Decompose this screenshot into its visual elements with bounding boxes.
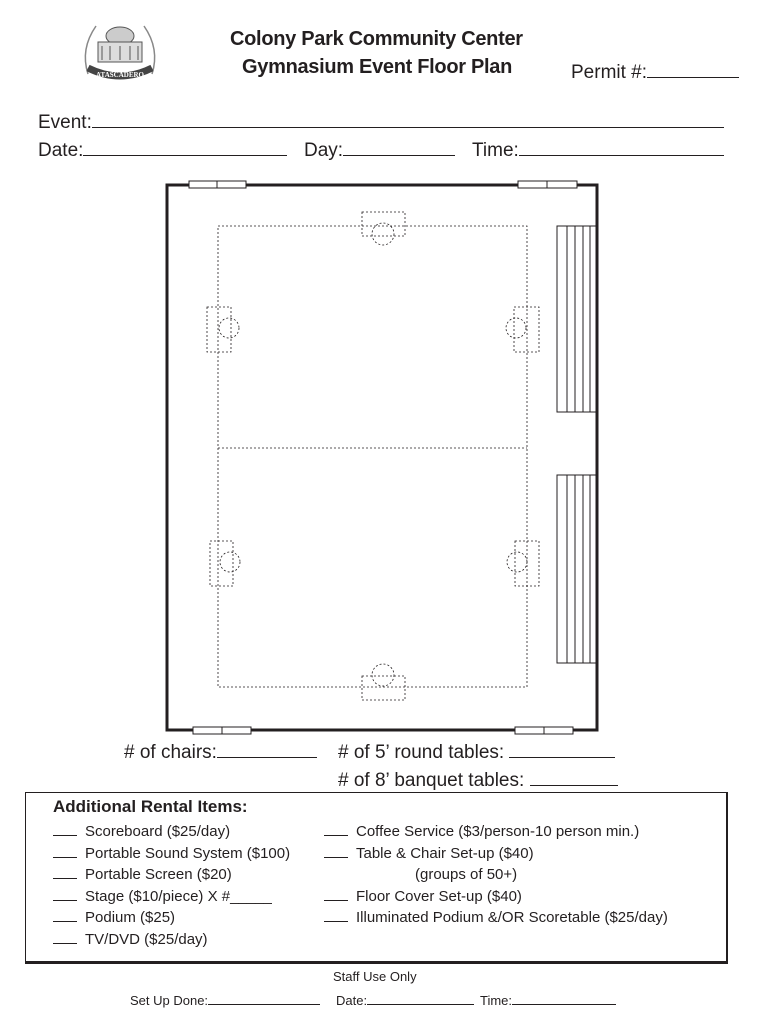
rental-right-column: Coffee Service ($3/person-10 person min.… xyxy=(324,821,668,929)
rental-note: (groups of 50+) xyxy=(415,866,518,884)
day-field[interactable]: Day: xyxy=(304,138,456,162)
rental-item-sound-system[interactable]: Portable Sound System ($100) xyxy=(53,843,290,865)
round-tables-field[interactable]: # of 5’ round tables: xyxy=(338,740,616,764)
rental-heading: Additional Rental Items: xyxy=(53,797,248,816)
title-line2: Gymnasium Event Floor Plan xyxy=(242,56,513,78)
svg-text:ATASCADERO: ATASCADERO xyxy=(96,71,145,79)
staff-use-heading: Staff Use Only xyxy=(333,969,417,984)
rental-item-illuminated-podium[interactable]: Illuminated Podium &/OR Scoretable ($25/… xyxy=(324,907,668,929)
rental-left-column: Scoreboard ($25/day) Portable Sound Syst… xyxy=(53,821,290,951)
doors xyxy=(188,180,578,735)
rental-item-table-chair-setup[interactable]: Table & Chair Set-up ($40) xyxy=(324,843,668,865)
rental-items-box xyxy=(25,792,728,964)
event-field[interactable]: Event: xyxy=(38,110,724,134)
chairs-label: # of chairs: xyxy=(124,742,217,763)
day-label: Day: xyxy=(304,140,344,161)
round-tables-label: # of 5’ round tables: xyxy=(338,742,505,763)
gymnasium-floor-plan xyxy=(165,180,599,735)
date-label: Date: xyxy=(38,140,84,161)
banquet-tables-field[interactable]: # of 8’ banquet tables: xyxy=(338,768,618,792)
rental-item-stage[interactable]: Stage ($10/piece) X #_____ xyxy=(53,886,290,908)
rental-item-floor-cover[interactable]: Floor Cover Set-up ($40) xyxy=(324,886,668,908)
bleachers xyxy=(556,225,597,664)
permit-field[interactable]: Permit #: xyxy=(571,60,740,84)
permit-label: Permit #: xyxy=(571,62,648,83)
date-field[interactable]: Date: xyxy=(38,138,288,162)
atascadero-logo: ATASCADERO xyxy=(78,14,162,94)
court-lines xyxy=(206,211,540,701)
title-line1: Colony Park Community Center xyxy=(230,28,523,50)
rental-item-tv-dvd[interactable]: TV/DVD ($25/day) xyxy=(53,929,290,951)
rental-item-podium[interactable]: Podium ($25) xyxy=(53,907,290,929)
banquet-tables-label: # of 8’ banquet tables: xyxy=(338,770,525,791)
rental-item-scoreboard[interactable]: Scoreboard ($25/day) xyxy=(53,821,290,843)
rental-item-coffee[interactable]: Coffee Service ($3/person-10 person min.… xyxy=(324,821,668,843)
staff-date-field[interactable]: Date: xyxy=(336,991,475,1008)
time-label: Time: xyxy=(472,140,519,161)
rental-item-screen[interactable]: Portable Screen ($20) xyxy=(53,864,290,886)
event-label: Event: xyxy=(38,112,92,133)
time-field[interactable]: Time: xyxy=(472,138,724,162)
gym-walls xyxy=(165,183,599,732)
setup-done-field[interactable]: Set Up Done: xyxy=(130,991,321,1008)
staff-time-field[interactable]: Time: xyxy=(480,991,617,1008)
chairs-field[interactable]: # of chairs: xyxy=(124,740,317,764)
